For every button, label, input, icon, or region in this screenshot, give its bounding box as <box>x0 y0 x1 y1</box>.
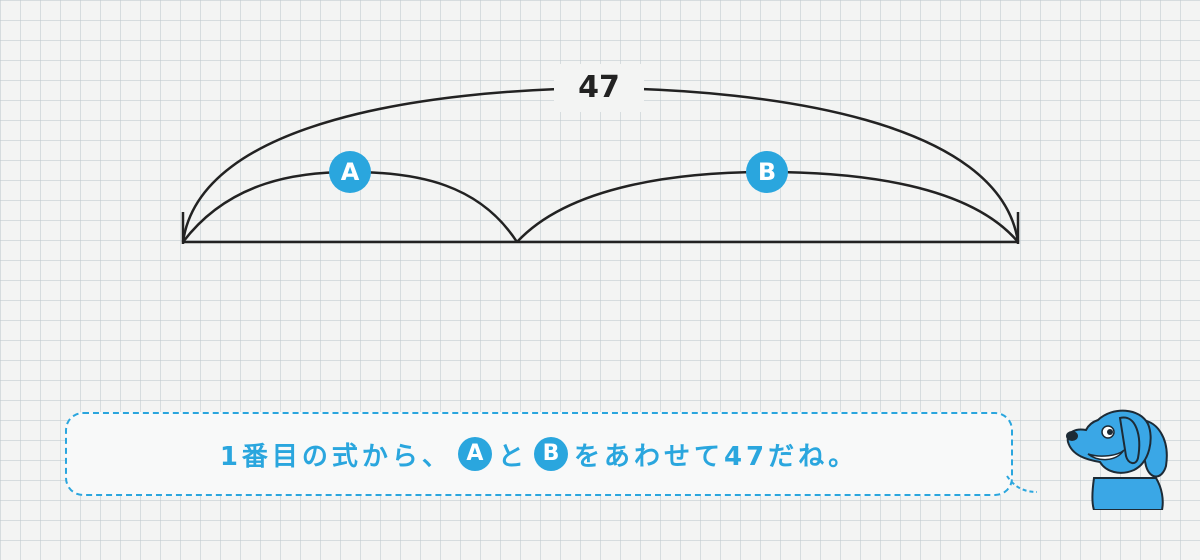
segment-diagram: 47 A B <box>181 64 1020 244</box>
diagram-lines <box>181 86 1020 244</box>
segment-a-badge: A <box>329 151 371 193</box>
inline-badge-a: A <box>457 437 492 471</box>
dog-character-icon <box>1066 409 1168 510</box>
bubble-connector: と <box>497 441 528 472</box>
speech-bubble-text: 1番目の式から、 A と B をあわせて47だね。 <box>67 414 1011 494</box>
segment-b-badge: B <box>746 151 788 193</box>
speech-bubble: 1番目の式から、 A と B をあわせて47だね。 <box>65 412 1013 496</box>
inline-badge-b: B <box>533 437 568 471</box>
bubble-tail-icon <box>1006 475 1038 493</box>
bubble-text-before: 1番目の式から、 <box>219 441 452 472</box>
bubble-text-after: をあわせて47だね。 <box>573 441 859 472</box>
total-value-label: 47 <box>554 64 644 112</box>
